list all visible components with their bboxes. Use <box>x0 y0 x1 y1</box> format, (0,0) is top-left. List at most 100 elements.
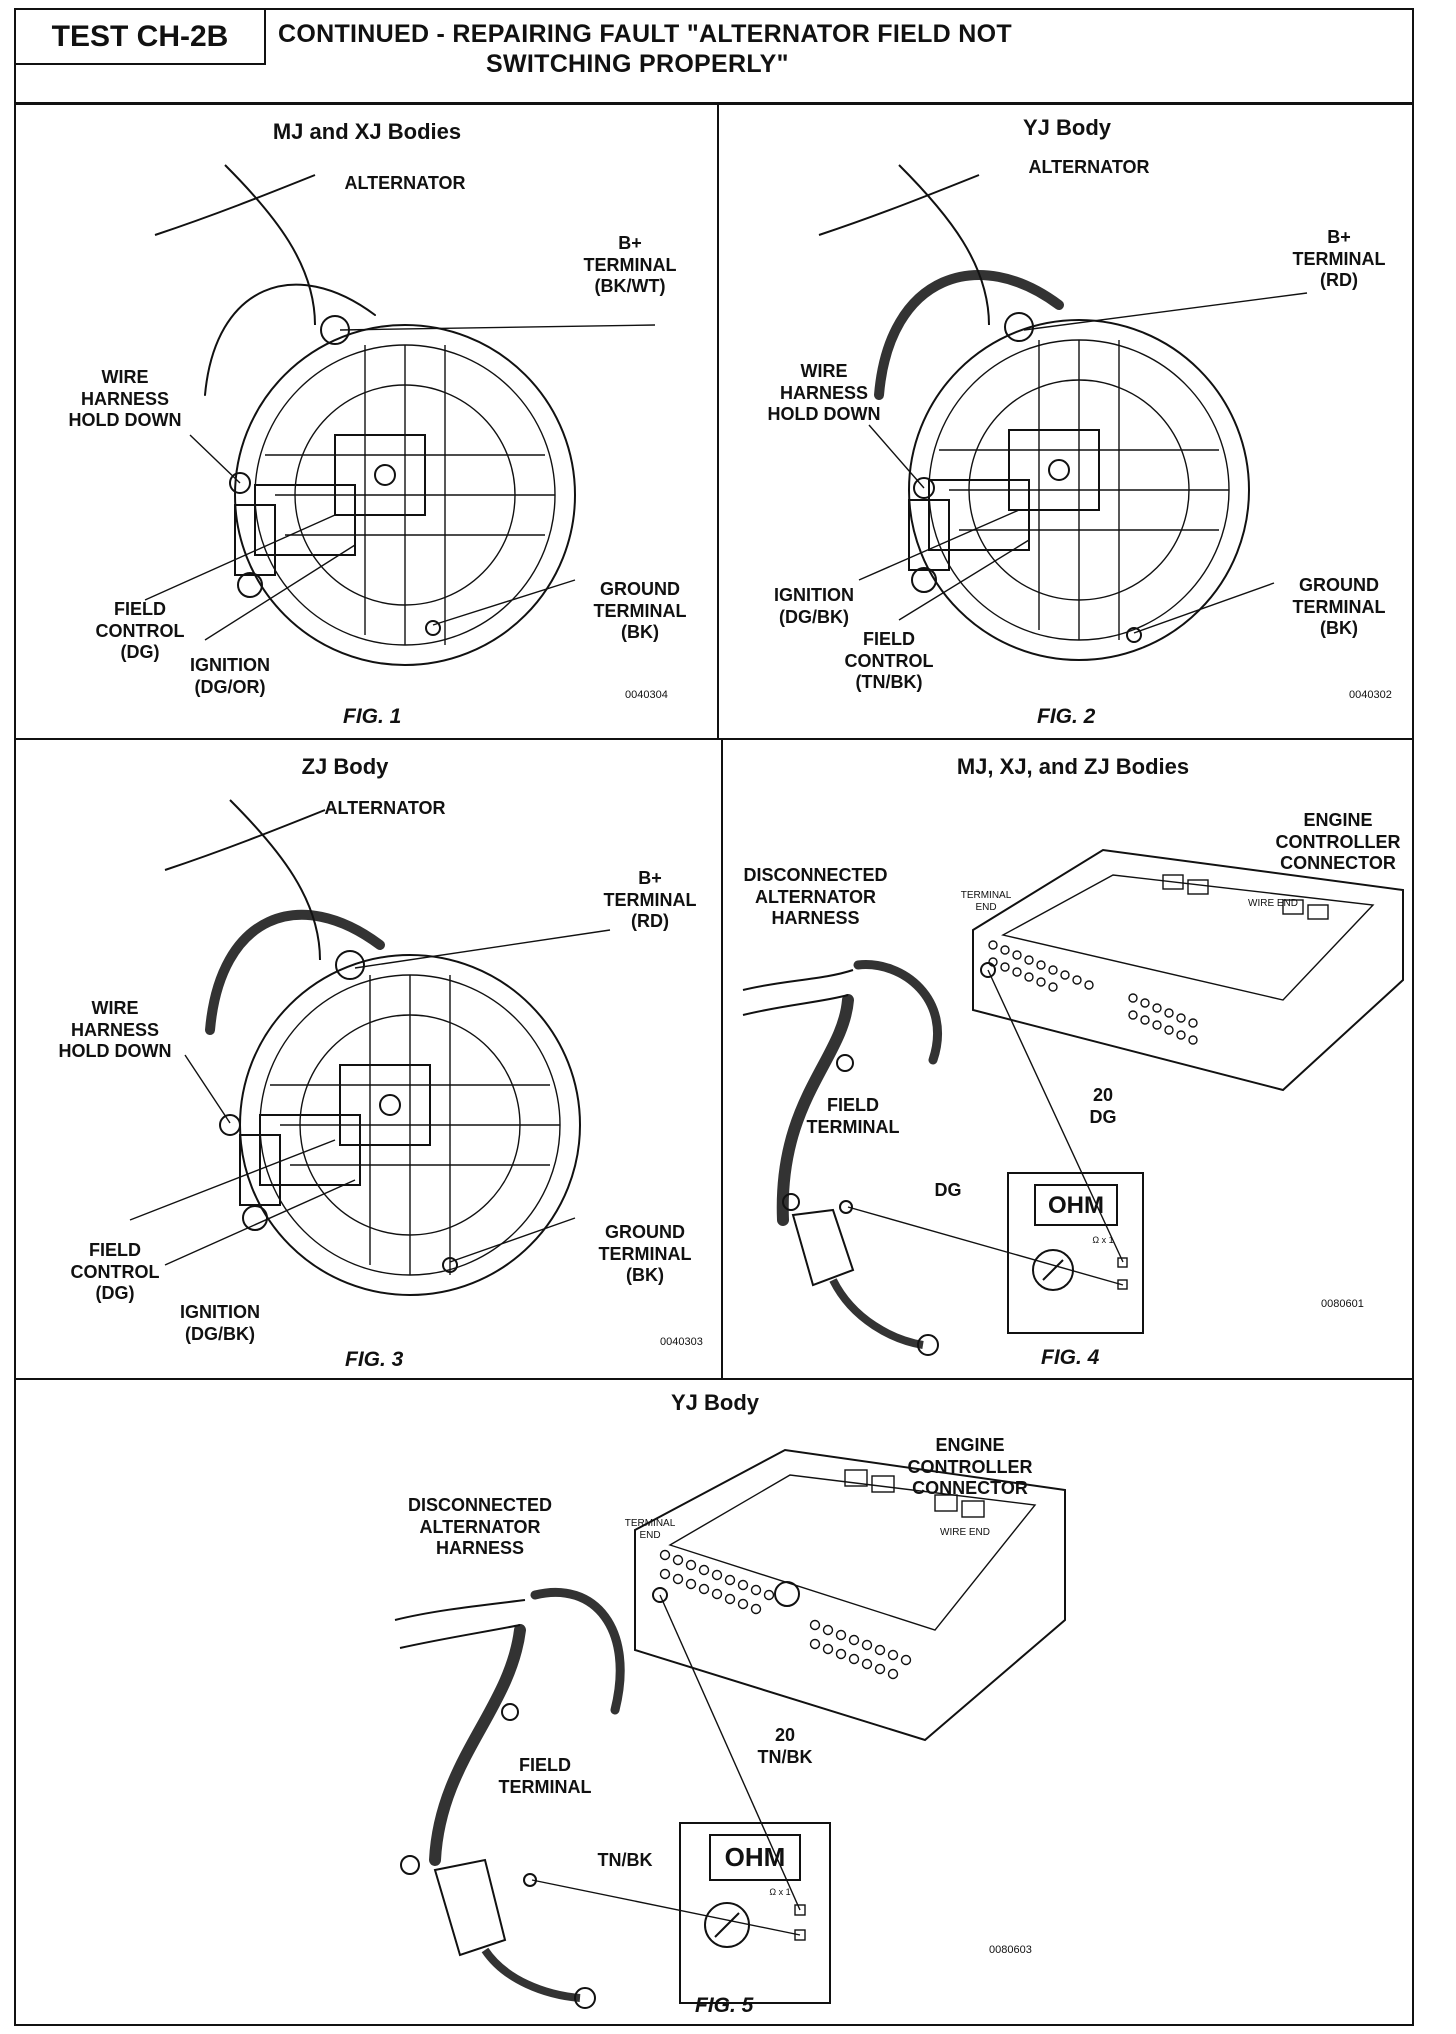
figure-4-disconnected-line2: ALTERNATOR <box>755 886 876 907</box>
figure-5-engine-connector-label: ENGINE CONTROLLER CONNECTOR <box>895 1435 1045 1500</box>
figure-5-disconnected-line1: DISCONNECTED <box>407 1495 552 1515</box>
figure-2-caption: FIG. 2 <box>1037 705 1096 728</box>
figure-1-panel: MJ and XJ Bodies ALTERNATOR B+ TERMINAL … <box>14 104 718 739</box>
figure-4-engine-connector-label: ENGINE CONTROLLER CONNECTOR <box>1263 810 1413 875</box>
figure-3-caption: FIG. 3 <box>345 1348 404 1371</box>
figure-3-bplus-line2: TERMINAL <box>603 889 697 910</box>
figure-4-terminal-end-label: TERMINAL END <box>951 890 1021 914</box>
figure-1-ground-label: GROUND TERMINAL (BK) <box>575 579 705 644</box>
figure-4-disconnected-line1: DISCONNECTED <box>743 865 888 885</box>
figure-2-field-line1: FIELD <box>863 629 915 649</box>
figure-4-meter-display: OHM <box>1048 1192 1104 1219</box>
figure-2-ignition-line2: (DG/BK) <box>779 606 849 627</box>
figure-3-alternator-label: ALTERNATOR <box>324 798 446 818</box>
figure-5-caption: FIG. 5 <box>695 1994 754 2017</box>
figure-3-ground-line1: GROUND <box>605 1222 685 1242</box>
figure-5-terminal-end-line1: TERMINAL <box>624 1518 676 1529</box>
figure-2-ground-line3: (BK) <box>1320 618 1358 639</box>
figure-4-field-terminal-line1: FIELD <box>827 1095 879 1115</box>
figure-1-wire-harness-label: WIRE HARNESS HOLD DOWN <box>55 367 195 432</box>
figure-2-ground-label: GROUND TERMINAL (BK) <box>1274 575 1404 640</box>
figure-3-field-line3: (DG) <box>95 1283 135 1304</box>
figure-4-disconnected-harness-label: DISCONNECTED ALTERNATOR HARNESS <box>728 865 903 930</box>
figure-4-engine-connector-line3: CONNECTOR <box>1280 853 1396 874</box>
figure-2-bplus-line1: B+ <box>1327 227 1351 247</box>
figure-1-wire-harness-line1: WIRE <box>101 367 149 387</box>
figure-5-panel: YJ Body ENGINE CONTROLLER CONNECTOR DISC… <box>14 1379 1414 2026</box>
figure-1-alternator-label: ALTERNATOR <box>344 173 466 193</box>
figure-4-wire-gauge-line2: DG <box>1089 1106 1117 1127</box>
figure-1-wire-harness-line3: HOLD DOWN <box>68 410 182 431</box>
figure-3-code: 0040303 <box>660 1336 703 1348</box>
figure-4-title: MJ, XJ, and ZJ Bodies <box>956 754 1190 779</box>
figure-1-ignition-line2: (DG/OR) <box>194 676 266 697</box>
figure-4-wire-color-label: DG <box>934 1180 962 1200</box>
figure-4-disconnected-line3: HARNESS <box>771 908 860 929</box>
figure-1-bplus-line1: B+ <box>618 233 642 253</box>
figure-1-ignition-line1: IGNITION <box>190 655 270 675</box>
figure-2-ground-line2: TERMINAL <box>1292 596 1386 617</box>
figure-4-engine-connector-line1: ENGINE <box>1303 810 1373 830</box>
figure-1-alternator-drawing <box>144 164 656 666</box>
figure-1-bplus-label: B+ TERMINAL (BK/WT) <box>560 233 700 298</box>
figure-2-bplus-line2: TERMINAL <box>1292 248 1386 269</box>
figure-2-wire-harness-line2: HARNESS <box>779 382 868 403</box>
figure-3-ground-line3: (BK) <box>626 1265 664 1286</box>
figure-3-ignition-line2: (DG/BK) <box>185 1323 255 1344</box>
figure-3-ground-label: GROUND TERMINAL (BK) <box>580 1222 710 1287</box>
figure-2-code: 0040302 <box>1349 689 1392 701</box>
figure-4-panel: MJ, XJ, and ZJ Bodies ENGINE CONTROLLER … <box>722 739 1414 1379</box>
figure-2-wire-harness-line1: WIRE <box>800 361 848 381</box>
figure-5-engine-connector-line2: CONTROLLER <box>907 1456 1033 1477</box>
figure-4-wire-gauge-label: 20 DG <box>1063 1085 1143 1128</box>
figure-5-wire-end-label: WIRE END <box>940 1527 990 1538</box>
figure-2-wire-harness-label: WIRE HARNESS HOLD DOWN <box>749 361 899 426</box>
figure-4-wire-end-label: WIRE END <box>1248 898 1298 909</box>
figure-5-diagram <box>394 1448 1066 2009</box>
page-header: TEST CH-2B CONTINUED - REPAIRING FAULT "… <box>14 8 1414 104</box>
figure-4-meter-range: Ω x 1 <box>1092 1235 1114 1245</box>
figure-1-wire-harness-line2: HARNESS <box>80 388 169 409</box>
figure-1-ground-line3: (BK) <box>621 622 659 643</box>
figure-4-diagram <box>742 848 1404 1356</box>
figure-1-bplus-line2: TERMINAL <box>583 254 677 275</box>
figure-4-terminal-end-line2: END <box>975 902 997 913</box>
figure-5-wire-color-label: TN/BK <box>597 1850 653 1870</box>
figure-2-field-line3: (TN/BK) <box>855 672 923 693</box>
figure-4-field-terminal-line2: TERMINAL <box>806 1116 900 1137</box>
figure-1-field-control-label: FIELD CONTROL (DG) <box>75 599 205 664</box>
figure-5-meter-display: OHM <box>724 1842 786 1872</box>
page-title-line1: CONTINUED - REPAIRING FAULT "ALTERNATOR … <box>278 20 1012 48</box>
figure-1-ground-line2: TERMINAL <box>593 600 687 621</box>
figure-3-title: ZJ Body <box>301 754 389 779</box>
figure-3-wire-harness-line3: HOLD DOWN <box>58 1041 172 1062</box>
figure-1-caption: FIG. 1 <box>343 705 402 728</box>
figure-2-alternator-label: ALTERNATOR <box>1028 157 1150 177</box>
figure-5-disconnected-harness-label: DISCONNECTED ALTERNATOR HARNESS <box>390 1495 570 1560</box>
figure-4-caption: FIG. 4 <box>1041 1346 1100 1369</box>
figure-2-field-line2: CONTROL <box>844 650 934 671</box>
figure-5-field-terminal-line2: TERMINAL <box>498 1776 592 1797</box>
figure-4-engine-connector-line2: CONTROLLER <box>1275 831 1401 852</box>
figure-5-meter-range: Ω x 1 <box>769 1887 791 1897</box>
figure-2-alternator-drawing <box>818 164 1308 661</box>
figure-2-ground-line1: GROUND <box>1299 575 1379 595</box>
figure-3-panel: ZJ Body ALTERNATOR B+ TERMINAL (RD) WIRE… <box>14 739 722 1379</box>
figure-2-panel: YJ Body ALTERNATOR B+ TERMINAL (RD) WIRE… <box>718 104 1414 739</box>
figure-5-terminal-end-line2: END <box>639 1530 661 1541</box>
figure-3-bplus-line1: B+ <box>638 868 662 888</box>
figure-3-bplus-label: B+ TERMINAL (RD) <box>585 868 715 933</box>
figure-3-field-line2: CONTROL <box>70 1261 160 1282</box>
figure-3-alternator-drawing <box>129 799 611 1296</box>
figure-3-wire-harness-label: WIRE HARNESS HOLD DOWN <box>40 998 190 1063</box>
figure-3-ground-line2: TERMINAL <box>598 1243 692 1264</box>
figure-5-field-terminal-label: FIELD TERMINAL <box>470 1755 620 1798</box>
figure-1-bplus-line3: (BK/WT) <box>594 276 666 297</box>
figure-1-field-line1: FIELD <box>114 599 166 619</box>
figure-4-terminal-end-line1: TERMINAL <box>960 890 1012 901</box>
figure-2-title: YJ Body <box>1022 115 1112 140</box>
figure-1-title: MJ and XJ Bodies <box>272 119 462 144</box>
figure-5-wire-gauge-label: 20 TN/BK <box>735 1725 835 1768</box>
figure-1-code: 0040304 <box>625 689 668 701</box>
figure-5-disconnected-line3: HARNESS <box>435 1538 524 1559</box>
